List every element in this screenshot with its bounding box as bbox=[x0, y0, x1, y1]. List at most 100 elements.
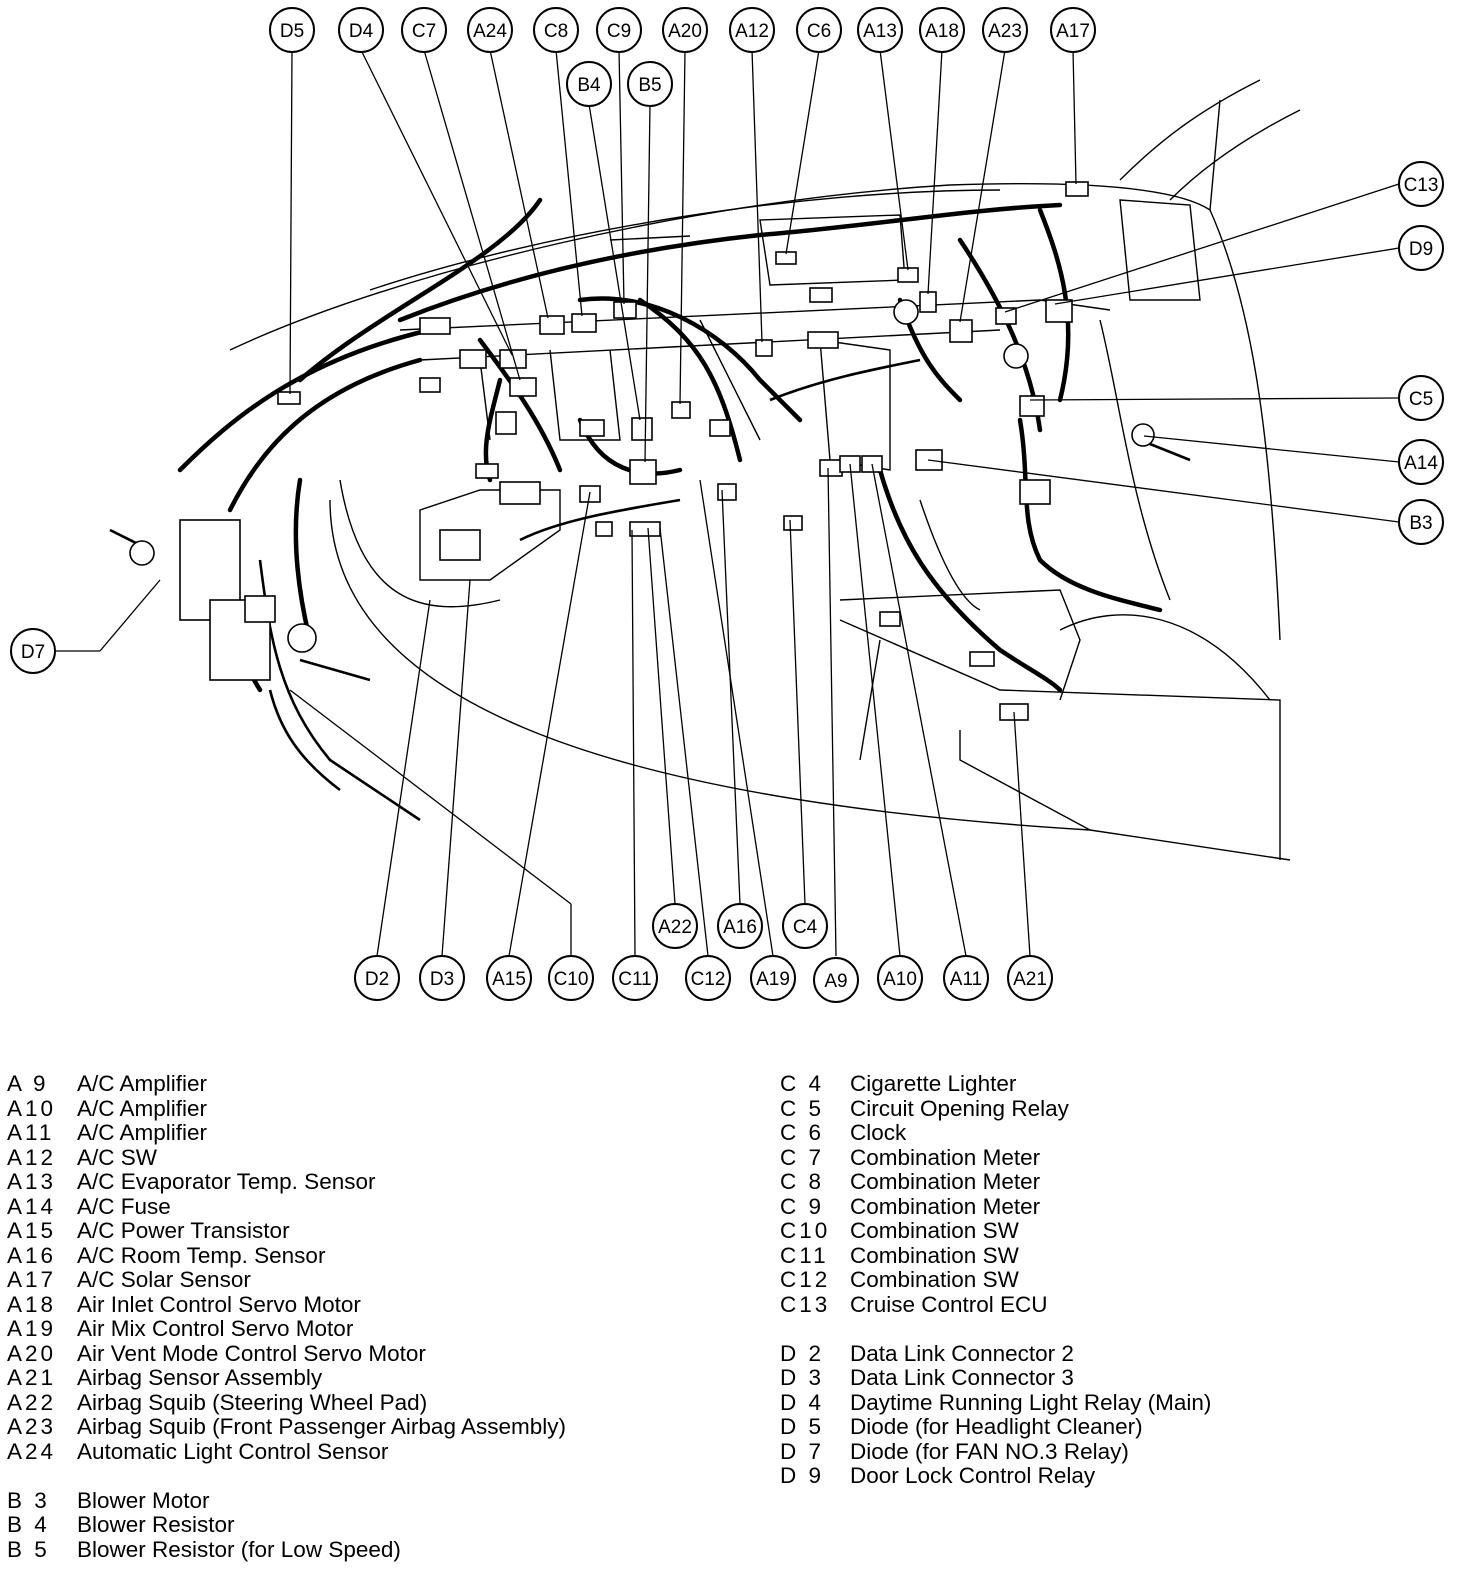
legend-row: A17 A/C Solar Sensor bbox=[7, 1267, 566, 1293]
callout-b3: B3 bbox=[1398, 499, 1444, 545]
legend-name: Clock bbox=[850, 1120, 907, 1145]
legend-name: Door Lock Control Relay bbox=[850, 1463, 1096, 1488]
legend-name: Combination Meter bbox=[850, 1169, 1041, 1194]
legend-name: A/C Amplifier bbox=[77, 1120, 208, 1145]
callout-a9: A9 bbox=[813, 957, 859, 1003]
callout-a18: A18 bbox=[919, 7, 965, 53]
callout-circle bbox=[486, 955, 532, 1001]
legend-code: A24 bbox=[7, 1438, 57, 1464]
callout-circle bbox=[1007, 955, 1053, 1001]
legend-row: C 4 Cigarette Lighter bbox=[780, 1071, 1211, 1097]
callout-circle bbox=[612, 955, 658, 1001]
callout-a20: A20 bbox=[662, 7, 708, 53]
callout-c9: C9 bbox=[596, 7, 642, 53]
legend-name: Combination SW bbox=[850, 1218, 1019, 1243]
callout-label: C5 bbox=[1409, 389, 1433, 410]
legend-name: Daytime Running Light Relay (Main) bbox=[850, 1389, 1212, 1415]
legend-code: A11 bbox=[7, 1120, 55, 1145]
legend-code: B 4 bbox=[7, 1512, 50, 1537]
legend-code: A16 bbox=[7, 1242, 57, 1268]
callout-c12: C12 bbox=[685, 955, 731, 1001]
legend-code: C 4 bbox=[780, 1071, 825, 1096]
callout-c4: C4 bbox=[782, 903, 828, 949]
callout-circle bbox=[354, 955, 400, 1001]
callout-label: A11 bbox=[950, 969, 982, 990]
legend-code: C 9 bbox=[780, 1193, 825, 1219]
callout-circle bbox=[943, 955, 989, 1001]
legend-name: Air Mix Control Servo Motor bbox=[77, 1316, 354, 1341]
legend-row: D 4 Daytime Running Light Relay (Main) bbox=[780, 1389, 1212, 1416]
callout-b4: B4 bbox=[566, 61, 612, 107]
callout-circle bbox=[662, 7, 708, 53]
callout-a23: A23 bbox=[982, 7, 1028, 53]
legend-code: C11 bbox=[780, 1242, 829, 1268]
legend-row: A11 A/C Amplifier bbox=[7, 1120, 566, 1146]
callout-circle bbox=[419, 955, 465, 1001]
callout-circle bbox=[1398, 161, 1444, 207]
callout-circle bbox=[1398, 375, 1444, 421]
legend-code: A21 bbox=[7, 1365, 57, 1390]
callout-circle bbox=[796, 7, 842, 53]
callout-label: D3 bbox=[430, 969, 454, 990]
callout-c8: C8 bbox=[533, 7, 579, 53]
legend-code: A18 bbox=[7, 1291, 57, 1317]
legend-row: A16 A/C Room Temp. Sensor bbox=[7, 1242, 566, 1269]
callout-circle bbox=[548, 955, 594, 1001]
callout-a11: A11 bbox=[943, 955, 989, 1001]
legend-name: Automatic Light Control Sensor bbox=[77, 1438, 389, 1464]
legend-name: A/C Room Temp. Sensor bbox=[77, 1242, 326, 1268]
legend-code: D 4 bbox=[780, 1389, 825, 1415]
callout-c10: C10 bbox=[548, 955, 594, 1001]
legend-name: Cigarette Lighter bbox=[850, 1071, 1017, 1096]
callout-circle bbox=[750, 955, 796, 1001]
callout-circle bbox=[1050, 7, 1096, 53]
callout-label: A21 bbox=[1013, 969, 1047, 990]
callout-label: B3 bbox=[1409, 513, 1432, 534]
legend-code: A20 bbox=[7, 1340, 57, 1366]
legend-code: A10 bbox=[7, 1095, 57, 1121]
callout-label: A13 bbox=[863, 21, 897, 42]
callout-c6: C6 bbox=[796, 7, 842, 53]
legend-row: A24 Automatic Light Control Sensor bbox=[7, 1438, 566, 1465]
callout-a16: A16 bbox=[717, 903, 763, 949]
callout-circle bbox=[596, 7, 642, 53]
legend-name: Data Link Connector 3 bbox=[850, 1365, 1074, 1390]
legend-name: Blower Resistor (for Low Speed) bbox=[77, 1536, 401, 1562]
callout-d5: D5 bbox=[269, 7, 315, 53]
legend-code: C10 bbox=[780, 1218, 831, 1243]
callout-label: C13 bbox=[1404, 175, 1439, 196]
callout-circle bbox=[467, 7, 513, 53]
legend-name: Cruise Control ECU bbox=[850, 1291, 1048, 1317]
callout-c7: C7 bbox=[401, 7, 447, 53]
legend-code: C 6 bbox=[780, 1120, 825, 1145]
legend-code: D 5 bbox=[780, 1414, 825, 1439]
callout-label: D4 bbox=[349, 21, 374, 42]
leader-lines bbox=[56, 49, 1400, 957]
legend-name: Airbag Sensor Assembly bbox=[77, 1365, 323, 1390]
callout-circle bbox=[652, 903, 698, 949]
callout-label: B5 bbox=[638, 75, 661, 96]
callout-label: A18 bbox=[925, 21, 959, 42]
callout-circle bbox=[919, 7, 965, 53]
legend-code: A17 bbox=[7, 1267, 57, 1292]
legend-name: A/C Solar Sensor bbox=[77, 1267, 251, 1292]
callout-label: A9 bbox=[824, 971, 847, 992]
callout-label: A16 bbox=[723, 917, 757, 938]
callout-circle bbox=[566, 61, 612, 107]
callout-d9: D9 bbox=[1398, 225, 1444, 271]
